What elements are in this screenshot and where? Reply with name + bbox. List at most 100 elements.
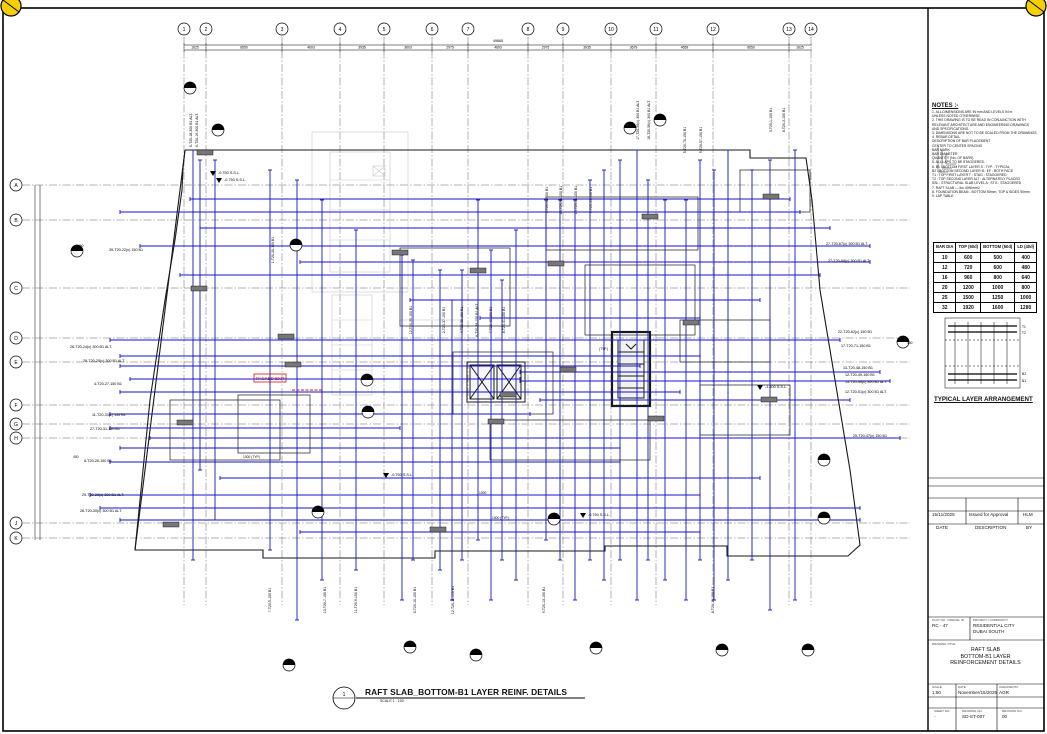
rebar-label: 27-T20-67(c) 300 B1 ALT.	[826, 242, 868, 246]
grid-label: E	[14, 360, 18, 366]
level-triangle-icon	[580, 513, 586, 518]
rebar-label: 12-T20-35-150 B1	[409, 306, 413, 334]
extent-pad	[176, 419, 194, 426]
extent-pad	[391, 249, 409, 256]
dim-text: 3679	[630, 46, 638, 50]
rebar-label: 8-T20-3-150 B1	[782, 108, 786, 133]
rebar-label: 12-T20-51(c) 300 B1 ALT.	[845, 390, 887, 394]
note-line: QUANTITY (No. OF BARS)	[932, 156, 974, 161]
rebar-extent-pads	[162, 149, 780, 533]
date-value: November/15/2025	[958, 690, 998, 696]
drawing-title-label: DRAWING TITLE	[932, 642, 956, 646]
sheet-field: SHEET NO. -	[934, 709, 950, 720]
grid-label: 4	[339, 27, 342, 33]
grid-bubble	[556, 22, 570, 36]
note-line: B2 : BOTTOM SECOND LAYER B.: EF : BOTH F…	[932, 168, 1014, 173]
grid-label: K	[14, 536, 18, 542]
grid-label: 6	[431, 27, 434, 33]
section-markers	[70, 81, 910, 672]
level-text: -1.500 S.S.L.	[765, 385, 787, 389]
rebar-label: 26-T20-30(c) 300 B1 ALT.	[80, 509, 122, 513]
rebar-label: 13-T20-48-150 B1	[843, 366, 873, 370]
grid-bubble	[9, 398, 23, 412]
rebar-label: 29-T20-29(c) 300 B1 ALT.	[82, 493, 124, 497]
grid-label: 5	[383, 27, 386, 33]
level-text: -0.750 S.S.L.	[391, 473, 413, 477]
lap-table-cell: 1600	[980, 302, 1016, 313]
extent-pad	[682, 319, 700, 326]
packed-exit-text: PACKED EXIT	[256, 376, 285, 381]
grid-label: 13	[786, 27, 792, 33]
rebar-label: 4-T20-27-150 B1	[94, 382, 122, 386]
rebar-label: 26-T20-46-150 B1	[559, 186, 563, 214]
note-line: BAR MARK	[932, 147, 950, 152]
sheet-border	[2, 7, 1045, 732]
level-markers: -0.750 S.S.L.-0.750 S.S.L.-1.500 S.S.L.-…	[210, 171, 787, 518]
project-label: PROJECT / COMMUNITY	[973, 618, 1008, 622]
grid-bubble	[177, 22, 191, 36]
rebar-label: 16-T20-52-150 B1	[574, 186, 578, 214]
rebar-label: 26-T20-24(c) 300 B1 ALT.	[70, 345, 112, 349]
dim-text: 3603	[404, 46, 412, 50]
lap-table-cell: 800	[1014, 282, 1038, 293]
typical-layer-arrangement-sketch	[944, 317, 1021, 389]
lap-table-cell: 720	[955, 262, 982, 273]
lap-table-cell: 1920	[955, 302, 982, 313]
grid-label: B	[14, 218, 18, 224]
rebar-label: 3-T20-1-150 B1	[769, 108, 773, 133]
rebar-label: 5-T20-70-150 B1	[683, 127, 687, 154]
rebar-label: 39-T20-22(c) 150 B1	[109, 248, 143, 252]
grid-bubble	[461, 22, 475, 36]
lap-table-cell: 1280	[1014, 302, 1038, 313]
dim-text: 4659	[681, 46, 689, 50]
rebar-label: 8-T20-15-150 B1	[711, 587, 715, 614]
sheet-label: SHEET NO.	[934, 709, 951, 713]
grid-bubble	[333, 22, 347, 36]
note-line: UNLESS NOTED OTHERWISE.	[932, 114, 981, 119]
drawing-number-field: DRAWING NO. SD-ST-007	[962, 709, 985, 720]
grid-label: 2	[205, 27, 208, 33]
lap-table-cell: 400	[1014, 252, 1038, 263]
extent-pad	[277, 333, 295, 340]
grid-bubble	[9, 516, 23, 530]
rebar-label: 17-T20-71-150 B1	[841, 344, 871, 348]
drawing-title-line3: REINFORCEMENT DETAILS	[950, 660, 1021, 667]
note-line: RELEVANT ARCHITECTURE AND ENGINEERING DR…	[932, 122, 1029, 127]
vertical-rebar-labels: 5-T20-18-300 B1 ALT.6-T20-19-300 B1 ALT.…	[189, 100, 786, 614]
rebar-label: 11-T20-9-150 B1	[354, 587, 358, 613]
lap-table-cell: 16	[932, 272, 957, 283]
corner-stamp-left-icon	[0, 0, 22, 17]
note-line: T1 : TOP FIRST LAYER T : STAG : STAGGERE…	[932, 173, 1007, 178]
note-line: 2. THIS DRAWING IS TO BE READ IN CONJUNC…	[932, 118, 1026, 123]
level-triangle-icon	[757, 385, 763, 390]
extent-pad	[499, 391, 517, 398]
sheet-value: -	[934, 714, 936, 720]
rebar-label: 4-T20-38-150 B1	[460, 307, 464, 334]
drawing-title-line1: RAFT SLAB	[970, 647, 1001, 654]
grid-bubble	[9, 417, 23, 431]
extent-pad	[190, 285, 208, 292]
rebar-label: 3-T20-44-150 B1	[545, 187, 549, 214]
grid-label: J	[15, 521, 18, 527]
grid-label: A	[14, 183, 18, 189]
note-line: 4. REBAR DETAIL	[932, 135, 961, 140]
extent-pad	[162, 521, 180, 528]
rebar-label: 7-T20-5-150 B1	[268, 588, 272, 613]
rebar-label: 6-T20-10-150 B1	[413, 587, 417, 614]
grid-label: 8	[527, 27, 530, 33]
grid-label: D	[14, 336, 18, 342]
revision-number-field: REVISION NO. 00	[1002, 709, 1023, 720]
dim-text: 400	[73, 455, 79, 459]
rebar-label: 2-T20-37-150 B1	[442, 307, 446, 334]
drawing-number-label: DRAWING NO.	[962, 709, 983, 713]
grid-bubble	[706, 22, 720, 36]
dim-text: 6650	[747, 46, 755, 50]
extent-pad	[284, 361, 302, 368]
layer-label: B2	[1022, 372, 1026, 376]
grid-bubble	[9, 178, 23, 192]
